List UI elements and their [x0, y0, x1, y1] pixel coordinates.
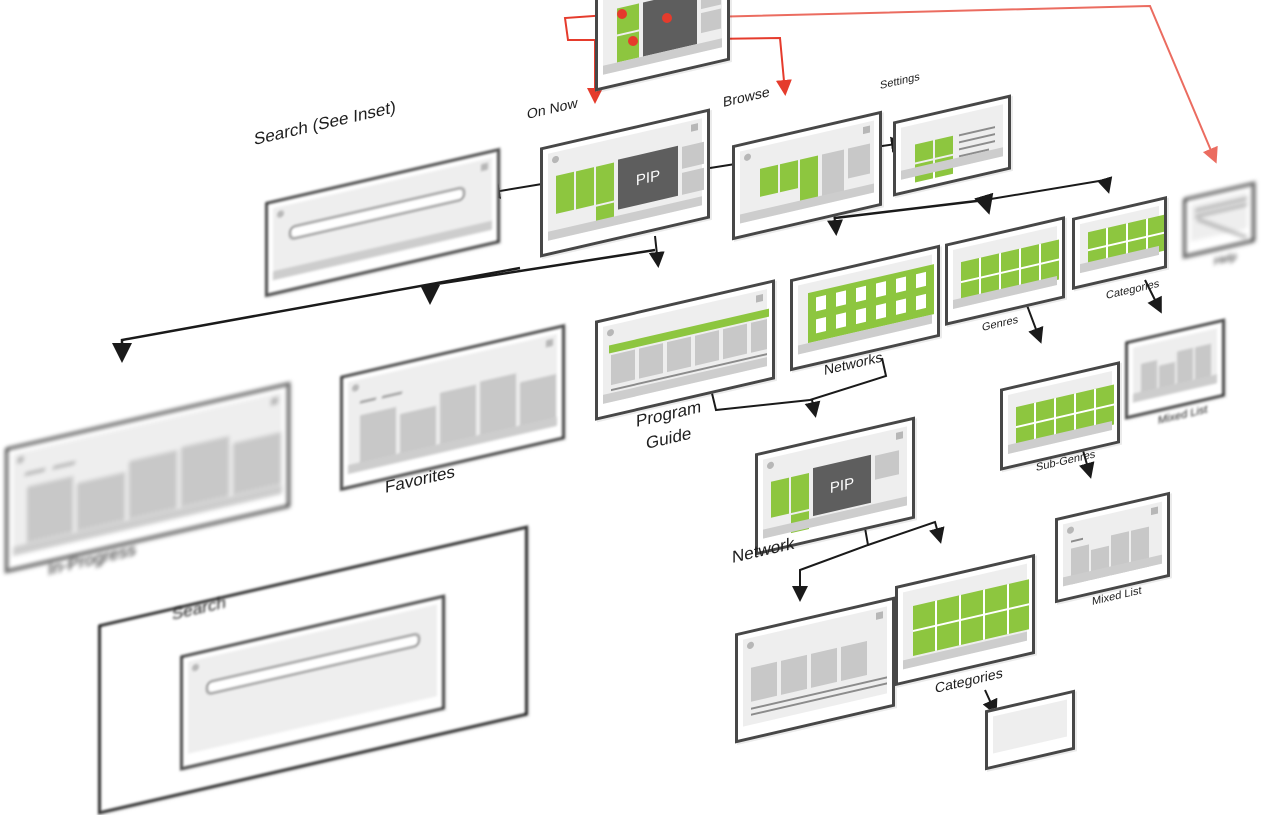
categories-child-frame[interactable]	[985, 689, 1075, 771]
red-marker-2	[662, 13, 672, 23]
search-frame[interactable]	[265, 147, 500, 298]
sitemap-diagram: On Now PIP Browse Settings	[5, 0, 1255, 815]
sub-genres-frame[interactable]	[1000, 361, 1120, 471]
categories-bottom-frame[interactable]	[895, 553, 1035, 687]
help-placeholder-x-icon	[1197, 218, 1247, 239]
settings-label: Settings	[880, 70, 920, 92]
red-marker-1	[617, 9, 627, 19]
categories-top-frame[interactable]	[1072, 196, 1167, 290]
genres-frame[interactable]	[945, 216, 1065, 326]
categories-top-label: Categories	[1106, 277, 1160, 302]
genres-label: Genres	[982, 313, 1019, 334]
browse-frame[interactable]	[732, 110, 882, 241]
network-child-list-frame[interactable]	[735, 596, 895, 744]
help-frame[interactable]	[1183, 181, 1255, 259]
help-label: Help	[1214, 250, 1237, 268]
network-frame[interactable]: PIP	[755, 416, 915, 556]
search-see-inset-label: Search (See Inset)	[254, 97, 396, 149]
red-marker-3	[628, 36, 638, 46]
browse-label: Browse	[723, 83, 770, 110]
settings-frame[interactable]	[893, 94, 1011, 197]
on-now-label: On Now	[527, 94, 578, 122]
on-now-frame[interactable]: PIP	[540, 108, 710, 258]
on-now-pip: PIP	[618, 145, 678, 210]
in-progress-frame[interactable]	[5, 382, 290, 573]
mixed-list-frame[interactable]	[1055, 491, 1170, 604]
mixed-list-top-frame[interactable]	[1125, 318, 1225, 420]
